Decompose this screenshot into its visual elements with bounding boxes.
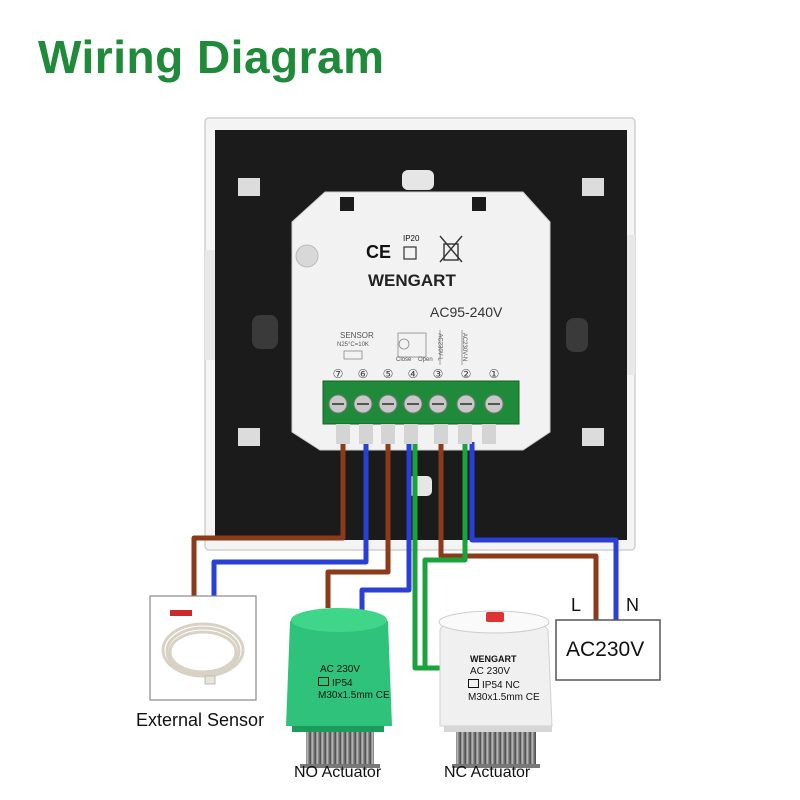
l-terminal-label: AC230V-L: [436, 333, 443, 361]
no-actuator-line1: AC 230V: [320, 664, 361, 675]
close-label: Close: [396, 357, 412, 363]
clip: [582, 428, 604, 446]
right-hole: [566, 318, 588, 352]
terminal-stubs: [336, 424, 496, 444]
coiled-cable-icon: [161, 622, 245, 678]
no-actuator: [286, 608, 392, 768]
no-actuator-knurl: [306, 732, 374, 766]
top-notch: [402, 170, 434, 190]
wire-t6-blue: [211, 442, 369, 604]
wire-t2-green: [422, 442, 468, 668]
nc-actuator: [438, 610, 553, 768]
nc-actuator-thread: M30x1.5mm: [468, 692, 524, 703]
no-actuator-line2: IP54: [318, 677, 353, 689]
nc-actuator-line3: M30x1.5mm CE: [468, 692, 540, 703]
left-hole: [252, 315, 278, 349]
thermostat-back: [204, 117, 636, 551]
bottom-notch: [408, 476, 432, 496]
ip-box-icon: [468, 679, 479, 688]
nc-actuator-line2: IP54 NC: [468, 679, 520, 691]
wire-t4-green: [412, 442, 440, 671]
power-box: [555, 619, 661, 681]
wires: [191, 442, 619, 671]
nc-actuator-knurl: [456, 732, 536, 766]
right-vents: [627, 235, 635, 375]
no-actuator-caption: NO Actuator: [294, 764, 382, 781]
wire-t7-brown: [191, 442, 346, 604]
terminal-number: ①: [489, 367, 500, 381]
terminal-number: ③: [433, 367, 444, 381]
wire-t5-brown: [325, 442, 391, 608]
ip-rating: IP20: [403, 234, 420, 243]
brand-label: WENGART: [368, 271, 456, 290]
neutral-label: N: [626, 595, 639, 615]
nc-actuator-brand: WENGART: [470, 654, 517, 664]
left-vents: [205, 250, 215, 360]
wire-t3-brown: [438, 442, 599, 620]
ip-box-icon: [318, 677, 329, 686]
mini-circuit: [343, 330, 463, 365]
external-sensor: [149, 595, 257, 701]
terminal-number: ⑤: [383, 367, 394, 381]
nc-actuator-caption: NC Actuator: [444, 764, 531, 781]
weee-bin-icon: [439, 235, 463, 263]
sensor-label: SENSOR: [340, 331, 374, 340]
clip: [238, 178, 260, 196]
clip: [238, 428, 260, 446]
no-actuator-ip: IP54: [332, 678, 353, 689]
voltage-label: AC95-240V: [430, 304, 503, 320]
terminal-number: ④: [408, 367, 419, 381]
terminal-number: ⑦: [333, 367, 344, 381]
sensor-spec: N25°C=10K: [337, 342, 369, 348]
diagram-title: Wiring Diagram: [38, 31, 385, 83]
ce-mark: CE: [375, 690, 390, 701]
terminal-number: ⑥: [358, 367, 369, 381]
live-label: L: [571, 595, 582, 615]
nc-actuator-ip: IP54 NC: [482, 680, 520, 691]
clip: [582, 178, 604, 196]
wire-t4-blue: [359, 442, 412, 610]
ce-mark: CE: [525, 692, 540, 703]
wire-t2-blue: [469, 442, 619, 620]
terminal-number: ②: [461, 367, 472, 381]
sensor-caption: External Sensor: [136, 710, 265, 730]
power-label: AC230V: [566, 638, 645, 661]
ip-box-icon: [403, 246, 417, 260]
module-slot: [472, 197, 486, 211]
open-label: Open: [418, 357, 433, 363]
ce-mark: CE: [366, 242, 392, 262]
module-slot: [340, 197, 354, 211]
speaker-grille: [295, 244, 319, 268]
no-actuator-thread: M30x1.5mm: [318, 690, 374, 701]
nc-actuator-line1: AC 230V: [470, 666, 511, 677]
n-terminal-label: AC230V-N: [461, 332, 468, 362]
no-actuator-line3: M30x1.5mm CE: [318, 690, 390, 701]
